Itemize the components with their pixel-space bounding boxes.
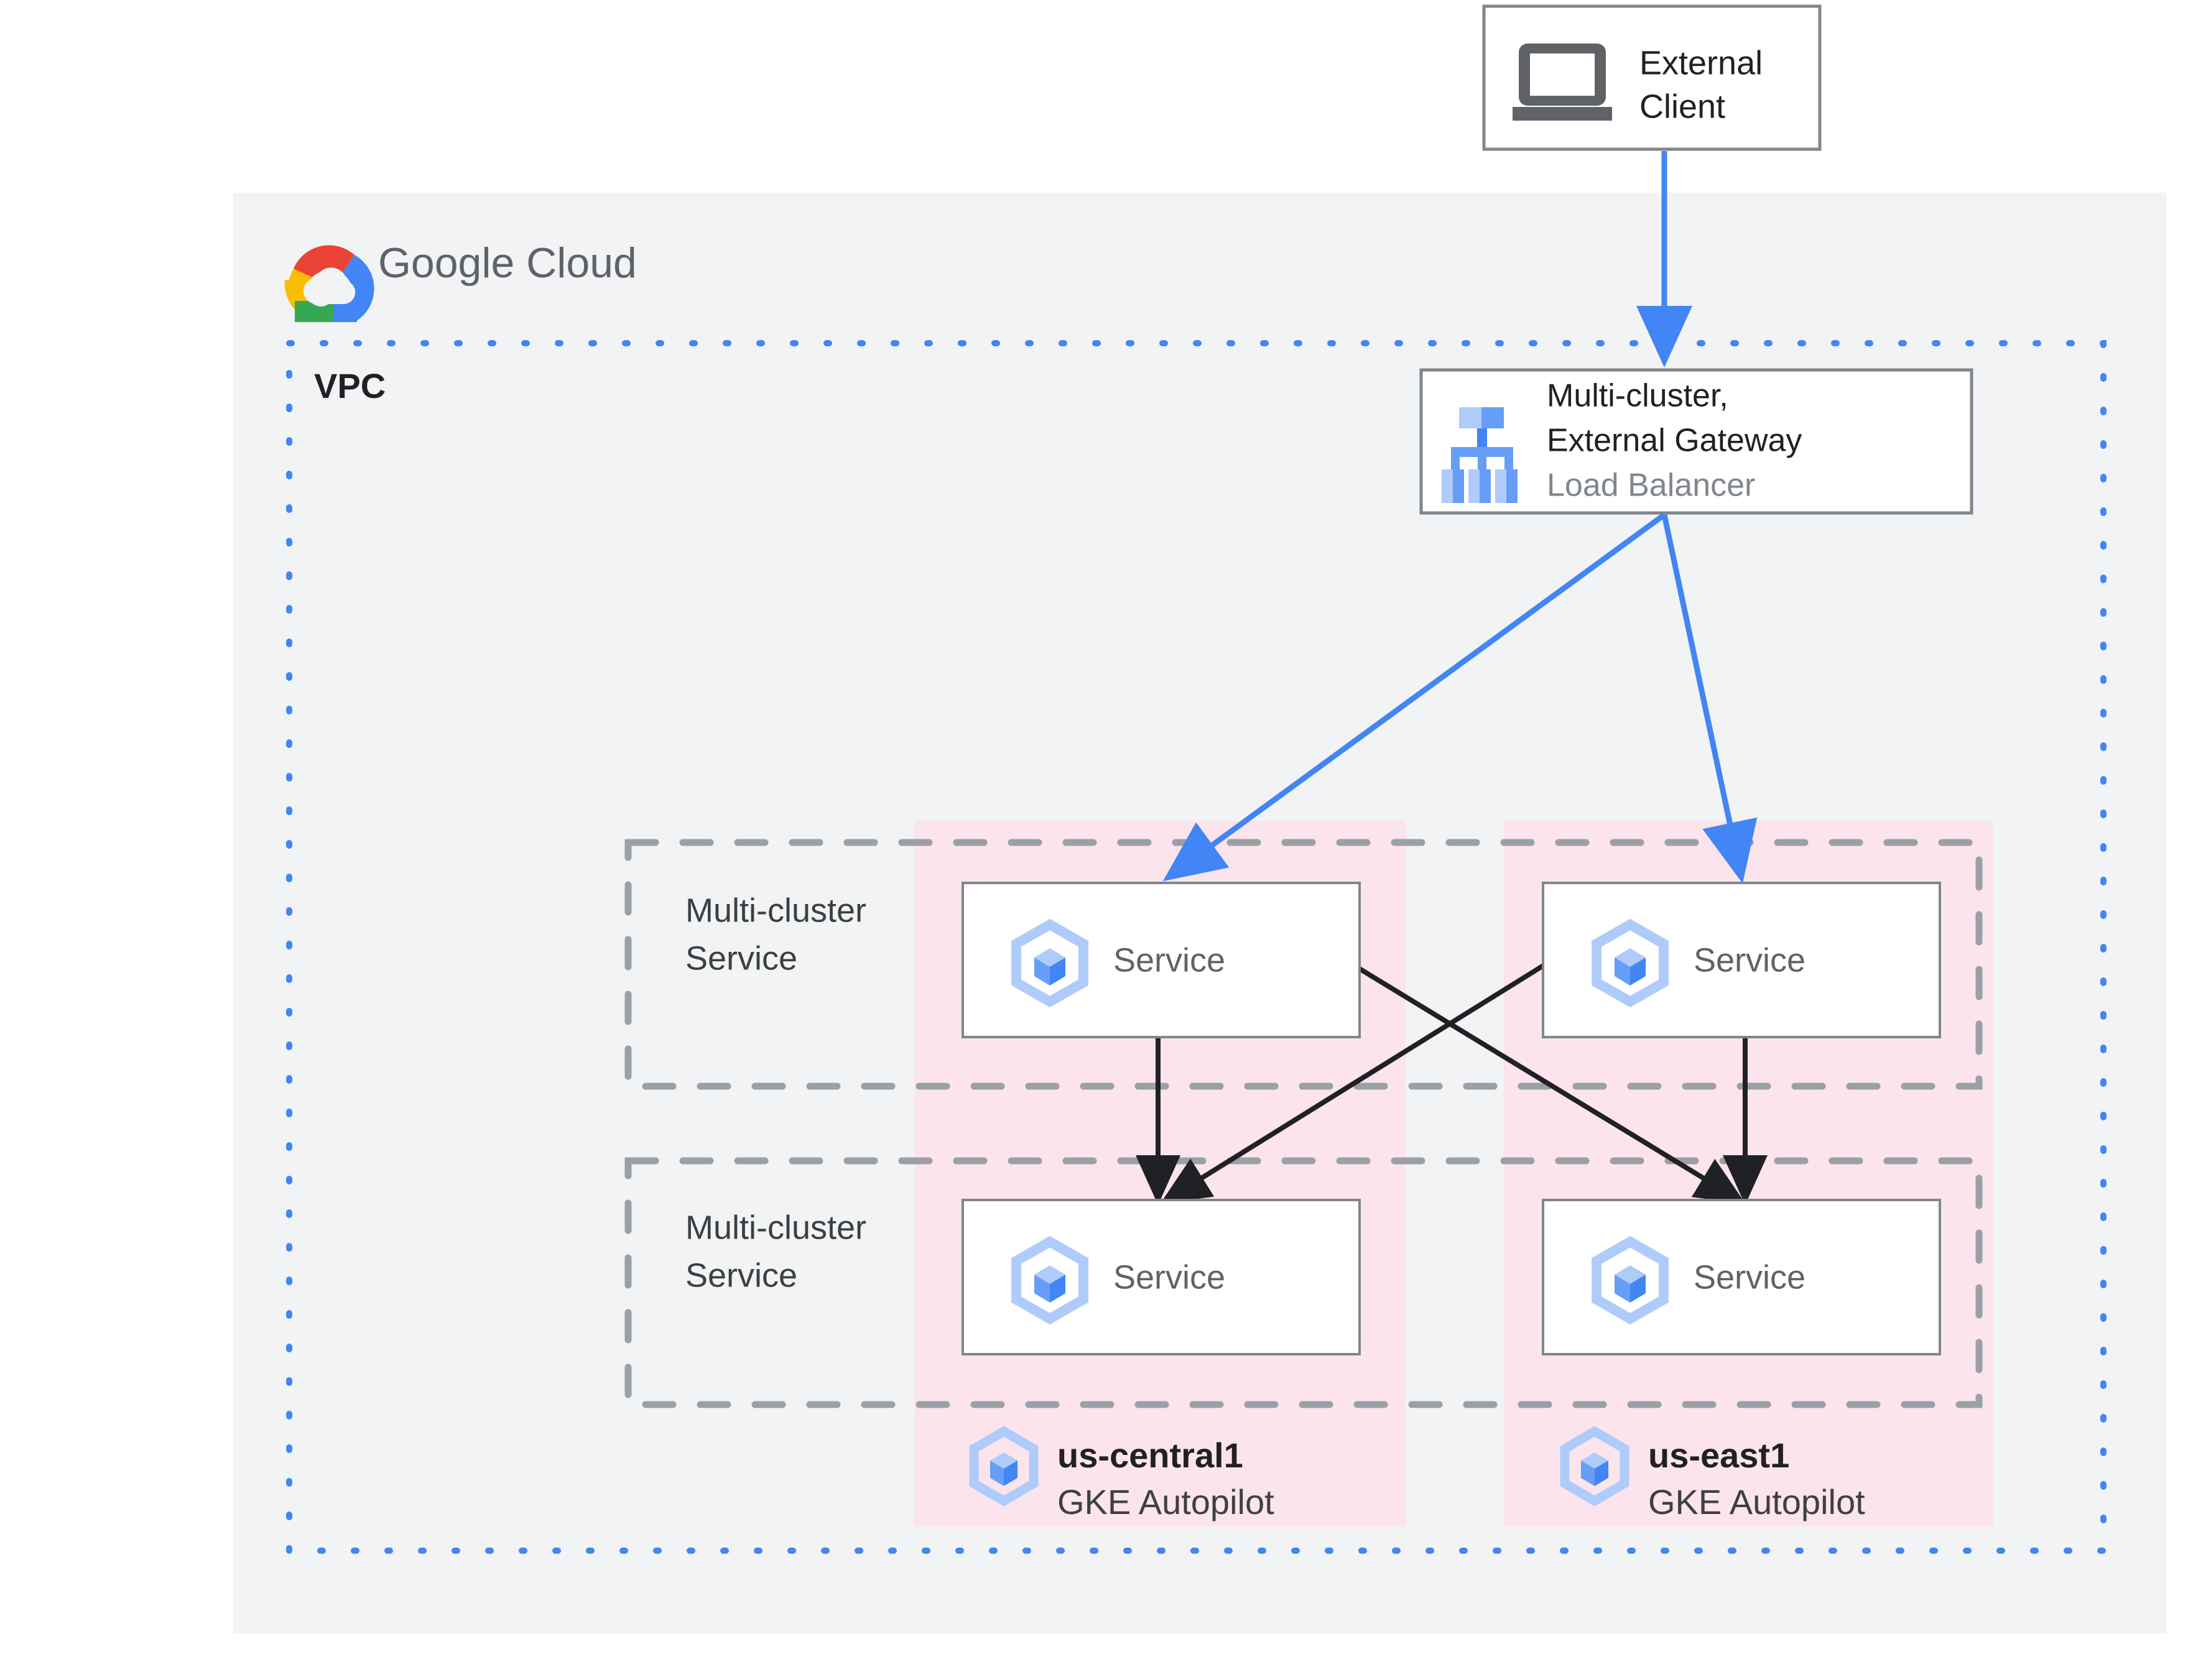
service-node-us-central1-bottom[interactable]: Service — [962, 1199, 1361, 1355]
cluster-name: us-east1 — [1648, 1436, 1789, 1475]
service-label: Service — [1113, 941, 1225, 979]
external-client-label-line1: External — [1639, 44, 1763, 81]
service-node-us-east1-top[interactable]: Service — [1542, 882, 1941, 1038]
gke-cluster-icon — [969, 1426, 1039, 1507]
multicluster-service-group-top — [624, 839, 1983, 1090]
multicluster-service-label-bottom-line1: Multi-cluster — [685, 1209, 866, 1246]
external-client-label-line2: Client — [1639, 88, 1725, 125]
load-balancer-label-line2: External Gateway — [1547, 423, 1802, 459]
service-box[interactable] — [1542, 882, 1941, 1038]
service-label: Service — [1113, 1258, 1225, 1296]
gke-service-icon — [1011, 918, 1088, 1008]
vpc-boundary — [286, 340, 2107, 1554]
gke-service-icon — [1592, 1235, 1669, 1325]
arrow-service-east-top-to-central-bottom — [1160, 962, 1546, 1204]
google-cloud-logo-text: Google Cloud — [378, 239, 637, 287]
gke-service-icon — [1592, 918, 1669, 1008]
load-balancer-icon — [1442, 407, 1518, 503]
external-client-node[interactable]: External Client — [1482, 4, 1822, 151]
service-label: Service — [1694, 941, 1805, 979]
cluster-type: GKE Autopilot — [1057, 1482, 1274, 1521]
arrow-gateway-to-service-us-central1 — [1162, 512, 1666, 882]
cluster-type: GKE Autopilot — [1648, 1482, 1865, 1521]
cluster-name: us-central1 — [1057, 1436, 1243, 1475]
service-node-us-central1-top[interactable]: Service — [962, 882, 1361, 1038]
cluster-footer-us-east1: us-east1 GKE Autopilot — [1560, 1426, 1865, 1521]
gke-cluster-icon — [1560, 1426, 1629, 1507]
load-balancer-label-line1: Multi-cluster, — [1547, 378, 1728, 414]
multicluster-service-label-top-line2: Service — [685, 939, 797, 977]
load-balancer-node[interactable]: Multi-cluster, External Gateway Load Bal… — [1419, 368, 1973, 515]
multicluster-service-group-bottom — [624, 1157, 1983, 1408]
service-box[interactable] — [1542, 1199, 1941, 1355]
service-node-us-east1-bottom[interactable]: Service — [1542, 1199, 1941, 1355]
multicluster-service-label-bottom-line2: Service — [685, 1257, 797, 1294]
laptop-icon — [1513, 44, 1612, 121]
service-label: Service — [1694, 1258, 1805, 1296]
multicluster-service-label-top-line1: Multi-cluster — [685, 892, 866, 929]
vpc-label: VPC — [314, 366, 386, 405]
arrow-gateway-to-service-us-east1 — [1661, 514, 1758, 884]
google-cloud-logo-icon — [284, 245, 374, 322]
gke-service-icon — [1011, 1235, 1088, 1325]
service-box[interactable] — [962, 1199, 1361, 1355]
load-balancer-sublabel: Load Balancer — [1547, 468, 1755, 504]
arrow-service-central-top-to-east-bottom — [1351, 962, 1746, 1204]
cluster-footer-us-central1: us-central1 GKE Autopilot — [969, 1426, 1274, 1521]
service-box[interactable] — [962, 882, 1361, 1038]
